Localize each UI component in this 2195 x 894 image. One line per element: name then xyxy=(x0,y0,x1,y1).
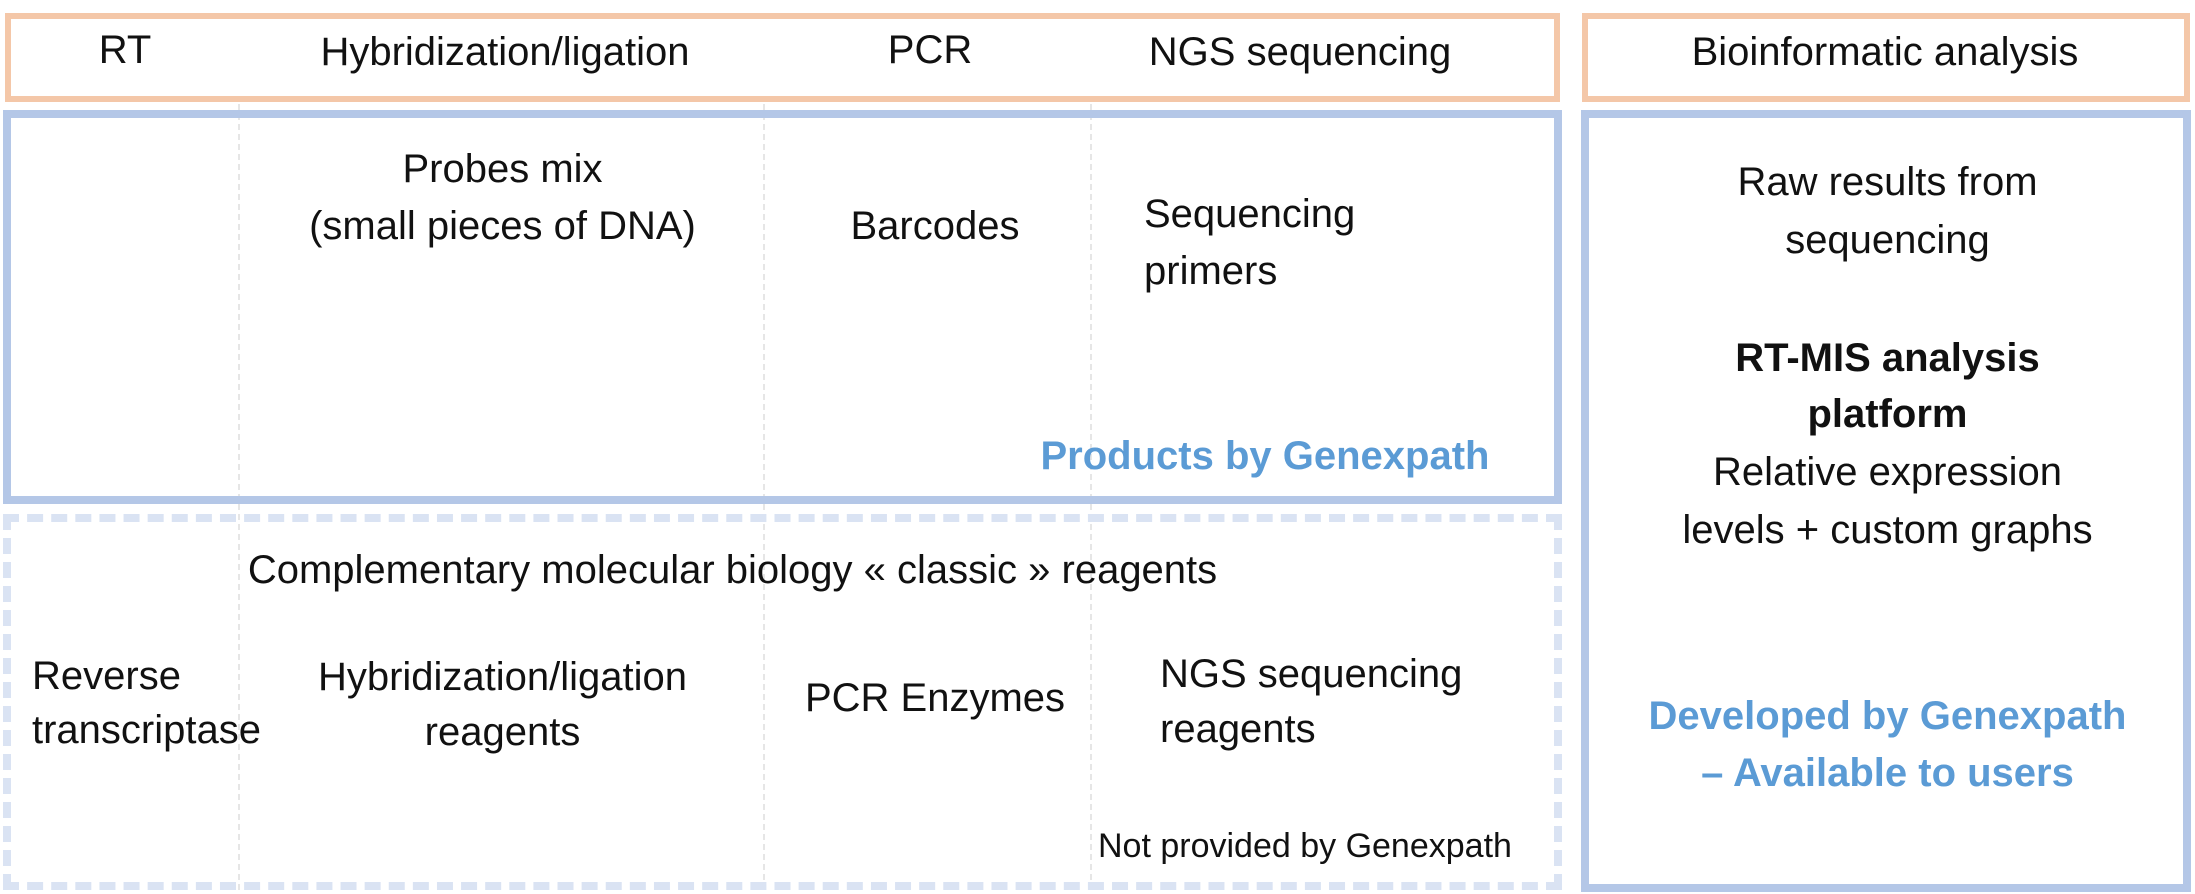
reagents-title: Complementary molecular biology « classi… xyxy=(247,548,1218,592)
workflow-steps-header xyxy=(5,13,1560,102)
step-ngs-sequencing: NGS sequencing xyxy=(1148,30,1452,74)
pcr-enzymes-label: PCR Enzymes xyxy=(804,676,1066,720)
developed-by-label: Developed by Genexpath xyxy=(1648,694,2127,738)
probes-mix-label: Probes mix xyxy=(402,147,603,191)
products-panel xyxy=(3,110,1562,504)
step-rt: RT xyxy=(98,28,152,72)
platform-subtitle: platform xyxy=(1807,392,1968,436)
ngs-reagents-sublabel: reagents xyxy=(1160,707,1316,751)
sequencing-primers-sublabel: primers xyxy=(1144,249,1278,293)
relative-expression-label: Relative expression xyxy=(1712,450,2063,494)
hybridization-reagents-sublabel: reagents xyxy=(424,710,581,754)
step-hybridization-ligation: Hybridization/ligation xyxy=(320,30,690,74)
relative-expression-sublabel: levels + custom graphs xyxy=(1682,508,2093,552)
raw-results-sublabel: sequencing xyxy=(1785,218,1990,262)
hybridization-reagents-label: Hybridization/ligation xyxy=(317,655,688,699)
barcodes-label: Barcodes xyxy=(850,204,1020,248)
bioinformatics-header xyxy=(1582,13,2190,102)
reverse-transcriptase-sublabel: transcriptase xyxy=(32,708,261,752)
column-divider-2 xyxy=(763,14,765,890)
step-bioinformatic-analysis: Bioinformatic analysis xyxy=(1691,30,2079,74)
platform-title: RT-MIS analysis xyxy=(1735,336,2040,380)
not-provided-note: Not provided by Genexpath xyxy=(1098,827,1512,865)
reverse-transcriptase-label: Reverse xyxy=(32,654,181,698)
sequencing-primers-label: Sequencing xyxy=(1144,192,1356,236)
products-caption: Products by Genexpath xyxy=(1040,434,1490,478)
analysis-panel xyxy=(1581,110,2191,892)
reagents-panel xyxy=(3,514,1562,890)
available-to-users-label: – Available to users xyxy=(1701,751,2074,795)
ngs-reagents-label: NGS sequencing xyxy=(1160,652,1463,696)
column-divider-1 xyxy=(238,14,240,890)
probes-mix-sublabel: (small pieces of DNA) xyxy=(309,204,696,248)
raw-results-label: Raw results from xyxy=(1737,160,2038,204)
column-divider-3 xyxy=(1090,14,1092,890)
step-pcr: PCR xyxy=(887,28,973,72)
